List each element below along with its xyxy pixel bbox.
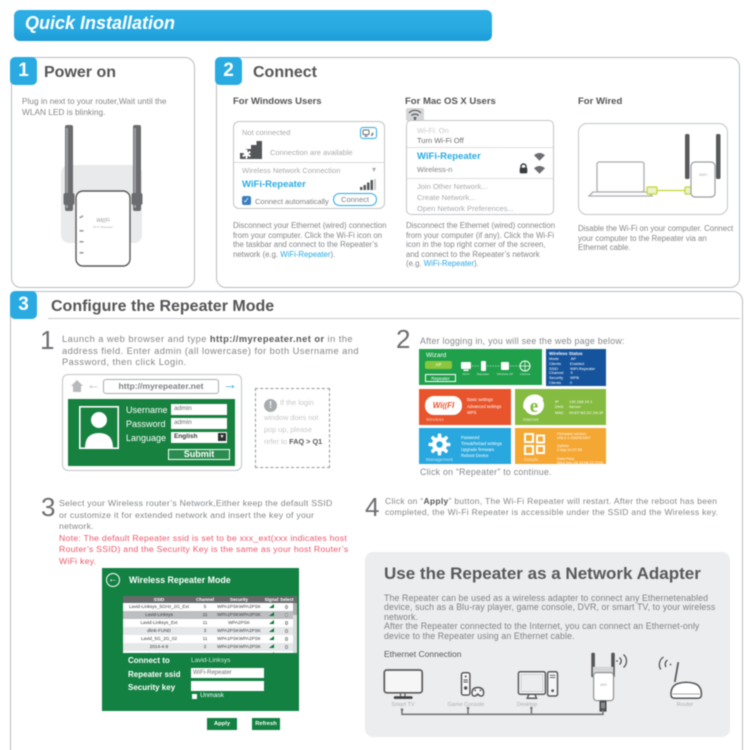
svg-text:e: e (530, 396, 538, 417)
svg-text:Wireless AP: Wireless AP (497, 372, 513, 376)
svg-text:Game Console: Game Console (448, 702, 485, 708)
svg-text:Router: Router (677, 702, 694, 708)
svg-text:Wi-Fi Repeater: Wi-Fi Repeater (93, 225, 113, 229)
svg-text:WiFi: WiFi (699, 172, 707, 177)
svg-text:Wi-Fi: Wi-Fi (463, 372, 470, 376)
svg-text:Desktop: Desktop (517, 702, 537, 708)
svg-text:Smart TV: Smart TV (391, 702, 414, 708)
svg-text:Wi((Fi: Wi((Fi (96, 218, 110, 224)
svg-text:WiFi: WiFi (600, 683, 607, 687)
svg-text:Repeater: Repeater (477, 372, 489, 376)
svg-text:Internet: Internet (520, 372, 530, 376)
